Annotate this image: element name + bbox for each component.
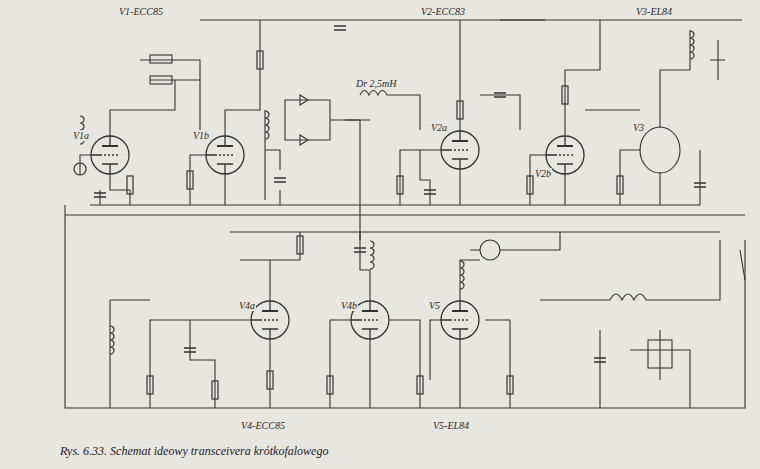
schematic-path [330, 232, 420, 408]
schematic-use [94, 193, 106, 197]
schematic-path [65, 20, 745, 408]
tube-type: V3-EL84 [635, 6, 673, 17]
schematic-use [507, 376, 513, 394]
schematic-path [360, 91, 420, 131]
tube-label: V4b [340, 300, 358, 311]
schematic-use [417, 376, 423, 394]
schematic-path [710, 40, 725, 80]
schematic-use [184, 348, 196, 352]
schematic-path [500, 19, 545, 20]
schematic-use [110, 326, 114, 354]
schematic-circle [480, 240, 500, 260]
tube-label: V4a [238, 300, 256, 311]
schematic-path [620, 30, 700, 205]
schematic-use [424, 190, 436, 194]
schematic-use [334, 26, 346, 30]
schematic-use [494, 93, 506, 97]
capacitors [94, 26, 706, 362]
schematic-use [127, 176, 133, 194]
wiring [65, 20, 745, 408]
schematic-path [540, 240, 720, 300]
schematic-use [441, 301, 479, 339]
resistors [127, 51, 623, 399]
schematic-path [430, 232, 560, 408]
schematic-use [460, 261, 464, 289]
schematic-use [265, 111, 269, 139]
tube-type: V4-ECC85 [240, 420, 286, 431]
tube-type: V1-ECC85 [118, 6, 164, 17]
schematic-use [690, 31, 694, 59]
schematic-path [530, 20, 640, 205]
tube-label: V2b [534, 168, 552, 179]
tube-type: V2-ECC83 [420, 6, 466, 17]
schematic-use [694, 183, 706, 187]
schematic-use [617, 176, 623, 194]
schematic-path [90, 204, 700, 205]
tube-label: Dr 2,5mH [355, 78, 398, 89]
schematic-path [190, 155, 206, 205]
schematic-use [91, 136, 129, 174]
schematic-path [150, 232, 300, 408]
schematic-use [212, 381, 218, 399]
tube-type: V5-EL84 [432, 420, 470, 431]
schematic-rect [150, 55, 172, 63]
schematic-path [285, 100, 330, 140]
schematic-use [257, 51, 263, 69]
schematic-path [400, 20, 520, 205]
schematic-path [300, 95, 360, 240]
tube-label: V1b [192, 130, 210, 141]
schematic-use [594, 358, 606, 362]
schematic-path [110, 300, 150, 408]
schematic-use [187, 171, 193, 189]
schematic-use [562, 86, 568, 104]
tube-label: V5 [428, 300, 441, 311]
schematic-use [274, 178, 286, 182]
schematic-use [267, 371, 273, 389]
schematic-use [147, 376, 153, 394]
schematic-use [251, 301, 289, 339]
tube-label: V2a [430, 122, 448, 133]
tubes [91, 131, 584, 339]
schematic-use [297, 236, 303, 254]
schematic-use [354, 248, 366, 252]
tube-label: V1a [72, 130, 90, 141]
schematic-use [441, 131, 479, 169]
schematic-path [600, 250, 745, 408]
schematic-use [527, 176, 533, 194]
tube-label: V3 [632, 122, 645, 133]
schematic-use [457, 101, 463, 119]
schematic-path [225, 20, 260, 205]
schematic-use [397, 176, 403, 194]
schematic-path [110, 60, 200, 136]
schematic-path [74, 155, 130, 205]
schematic-use [327, 376, 333, 394]
schematic-ellipse [640, 127, 680, 173]
coils [80, 31, 694, 354]
schematic-use [206, 136, 244, 174]
schematic-path [265, 110, 280, 205]
schematic-rect [150, 76, 172, 84]
figure-caption: Rys. 6.33. Schemat ideowy transceivera k… [60, 444, 328, 458]
schematic-use [370, 241, 374, 269]
schematic-rect [648, 340, 672, 368]
schematic-path [330, 119, 370, 120]
